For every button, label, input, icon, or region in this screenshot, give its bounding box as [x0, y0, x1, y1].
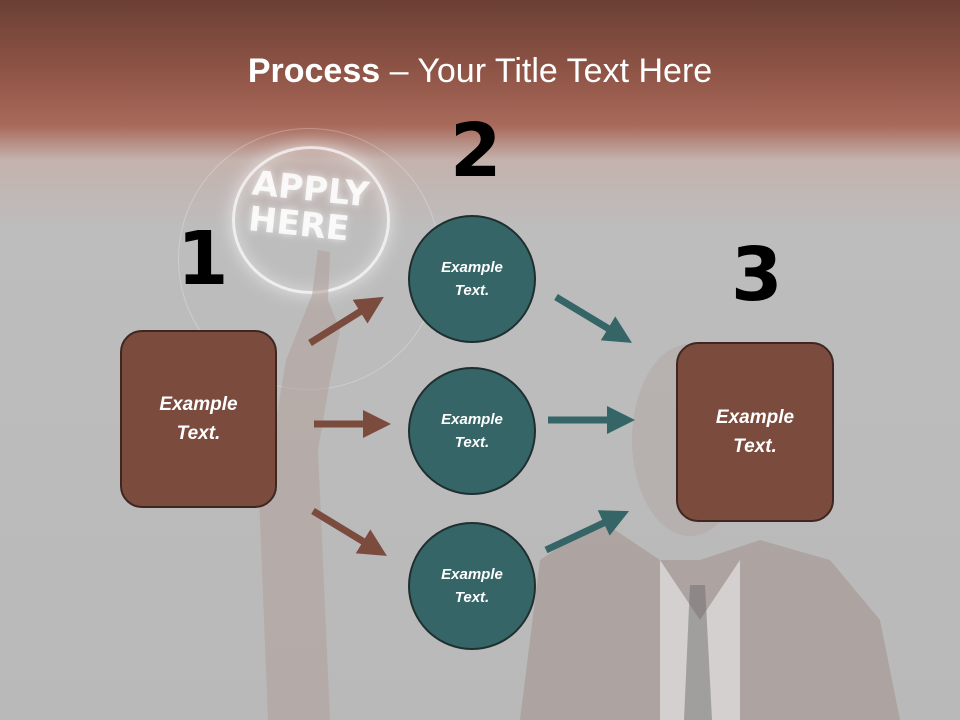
arrow-box1-to-circle-top: [308, 296, 384, 346]
arrow-circle-top-to-box3: [554, 294, 632, 343]
title-bold: Process: [247, 52, 381, 90]
step-2-circle-top: Example Text.: [408, 215, 536, 343]
step-2-circle-middle: Example Text.: [408, 367, 536, 495]
step-number-3: 3: [731, 232, 783, 318]
circle-middle-label: Example Text.: [441, 411, 503, 451]
slide-title: Process – Your Title Text Here: [0, 52, 960, 91]
step-number-2: 2: [450, 108, 502, 194]
step-2-circle-bottom: Example Text.: [408, 522, 536, 650]
step-3-box-label: Example Text.: [715, 407, 795, 457]
step-1-box-label: Example Text.: [159, 394, 238, 444]
circle-bottom-label: Example Text.: [441, 566, 503, 606]
step-1-box: Example Text.: [120, 330, 277, 508]
circle-top-label: Example Text.: [441, 259, 503, 299]
step-3-box: Example Text.: [676, 342, 834, 522]
arrow-circle-bottom-to-box3: [544, 510, 630, 554]
title-rest: – Your Title Text Here: [380, 52, 713, 90]
background-apply-button-ring: [232, 146, 390, 294]
arrow-box1-to-circle-bottom: [311, 508, 387, 556]
step-number-1: 1: [177, 216, 229, 302]
